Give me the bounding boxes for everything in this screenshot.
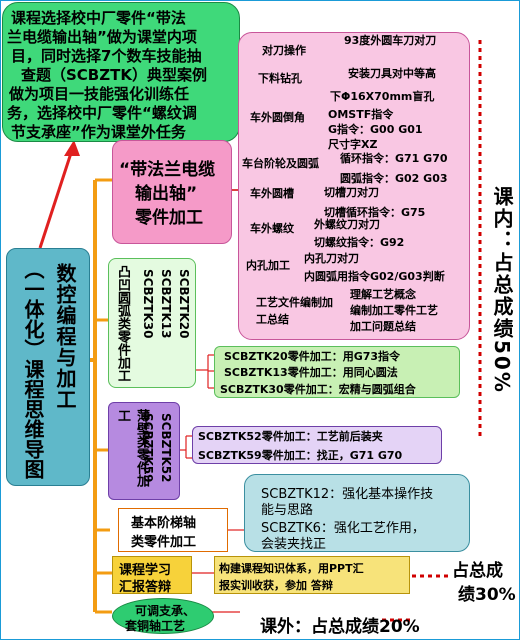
arc-item-2: SCBZTK30零件加工：宏精与圆弧组合 [220,383,416,396]
report-label-2: 汇报答辩 [119,580,172,595]
part-box: “带法兰电缆 输出轴” 零件加工 [112,140,232,244]
task-item-7-0: 理解工艺概念 [350,288,416,301]
arc-item-0: SCBZTK20零件加工：用G73指令 [224,350,401,363]
task-label-0: 对刀操作 [262,44,306,57]
report-item-1: 报实训收获，参加 答辩 [219,579,333,592]
main-title-line-1: 数控编程与加工 [53,263,77,410]
thin-item-0: SCBZTK52零件加工：工艺前后装夹 [198,430,383,443]
part-box-line-2: 输出轴” [135,184,198,204]
report-label-1: 课程学习 [119,563,172,578]
top-box-line-4: 查题（SCBZTK）典型案例 [21,66,207,84]
report-item-0: 构建课程知识体系，用PPT汇 [219,562,364,575]
task-item-4-0: 切槽刀对刀 [324,186,379,199]
thin-wall-box: 薄壁类零件加工 SCBZTK52 SCBZTK59 [108,402,180,500]
score-inside: 课内：占总成绩50% [490,186,514,394]
adjust-label-1: 可调支承、 [135,604,196,618]
arc-part-codes: SCBZTK20 SCBZTK13 SCBZTK30 [141,269,191,339]
step-item-3: 会装夹找正 [261,537,327,552]
part-tasks-panel [238,32,470,340]
adjust-label-2: 套铜轴工艺 [125,619,186,633]
top-left-box: 课程选择校中厂零件“带法 兰电缆输出轴”做为课堂内项 目，同时选择7个数车技能抽… [2,2,240,142]
task-item-7-2: 加工问题总结 [350,320,416,333]
step-item-1: 能与思路 [261,503,314,518]
thin-items-panel [192,426,442,464]
part-box-line-1: “带法兰电缆 [119,160,216,180]
score-report-2: 绩30% [458,585,516,605]
arc-items-panel [214,346,460,398]
task-label-6: 内孔加工 [246,259,290,272]
thin-item-1: SCBZTK59零件加工：找正，G71 G70 [198,449,403,462]
score-report-1: 占总成 [452,561,503,581]
task-label-5: 车外螺纹 [250,222,294,235]
report-box: 课程学习 汇报答辩 [112,556,192,595]
step-shaft-box: 基本阶梯轴 类零件加工 [118,508,228,552]
task-item-6-0: 内孔刀对刀 [304,252,359,265]
task-label-4: 车外圆槽 [250,187,294,200]
top-box-line-5: 做为项目一技能强化训练任 [9,85,190,103]
part-box-line-3: 零件加工 [135,208,203,228]
main-title-box: 数控编程与加工 （一体化）课程思维导图 [6,248,90,486]
task-label-3: 车台阶轮及圆弧 [242,157,319,170]
report-items-panel: 构建课程知识体系，用PPT汇 报实训收获，参加 答辩 [214,556,410,594]
task-label-2: 车外圆倒角 [250,111,305,124]
task-item-0-1: 安装刀具对中等高 [348,67,436,80]
task-item-0-0: 93度外圆车刀对刀 [344,34,437,47]
task-item-7-1: 编制加工零件工艺 [350,304,438,317]
task-item-2-1: G指令：G00 G01 [328,123,423,136]
top-box-line-1: 课程选择校中厂零件“带法 [11,9,186,27]
thin-wall-title: 薄壁类零件加工 [115,409,149,487]
task-item-1-0: 下Φ16X70mm盲孔 [330,90,435,103]
arc-part-title: 凸凹圆弧类零件加工 [115,265,130,382]
arc-item-1: SCBZTK13零件加工：用同心圆法 [224,366,398,379]
task-item-5-0: 外螺纹刀对刀 [314,218,380,231]
step-item-0: SCBZTK12：强化基本操作技 [261,487,434,502]
score-outside: 课外：占总成绩20% [260,617,420,637]
thin-wall-codes: SCBZTK52 SCBZTK59 [141,413,173,483]
top-box-line-3: 目，同时选择7个数车技能抽 [11,47,202,65]
top-box-line-7: 节支承座”作为课堂外任务 [11,123,186,141]
step-shaft-label-2: 类零件加工 [131,535,197,550]
task-item-2-0: OMSTF指令 [328,108,394,121]
task-label-1: 下料钻孔 [258,72,302,85]
task-item-3-1: 圆弧指令：G02 G03 [340,172,448,185]
step-items-panel: SCBZTK12：强化基本操作技 能与思路 SCBZTK6：强化工艺作用， 会装… [244,474,470,552]
task-item-2-2: 尺寸字XZ [328,138,378,151]
task-item-5-1: 切螺纹指令：G92 [314,236,405,249]
task-item-3-0: 循环指令：G71 G70 [340,152,448,165]
arc-part-box: 凸凹圆弧类零件加工 SCBZTK20 SCBZTK13 SCBZTK30 [108,258,196,388]
top-box-line-2: 兰电缆输出轴”做为课堂内项 [7,28,197,46]
task-item-6-1: 内圆弧用指令G02/G03判断 [304,270,445,283]
top-box-line-6: 务，选择校中厂零件“螺纹调 [7,104,197,122]
task-label-7: 工艺文件编制加工总结 [256,296,333,326]
step-shaft-label-1: 基本阶梯轴 [131,516,197,531]
adjust-oval: 可调支承、 套铜轴工艺 [112,598,214,634]
step-item-2: SCBZTK6：强化工艺作用， [261,521,425,536]
main-title-line-2: （一体化）课程思维导图 [21,259,45,479]
task-item-4-1: 切槽循环指令：G75 [324,206,426,219]
